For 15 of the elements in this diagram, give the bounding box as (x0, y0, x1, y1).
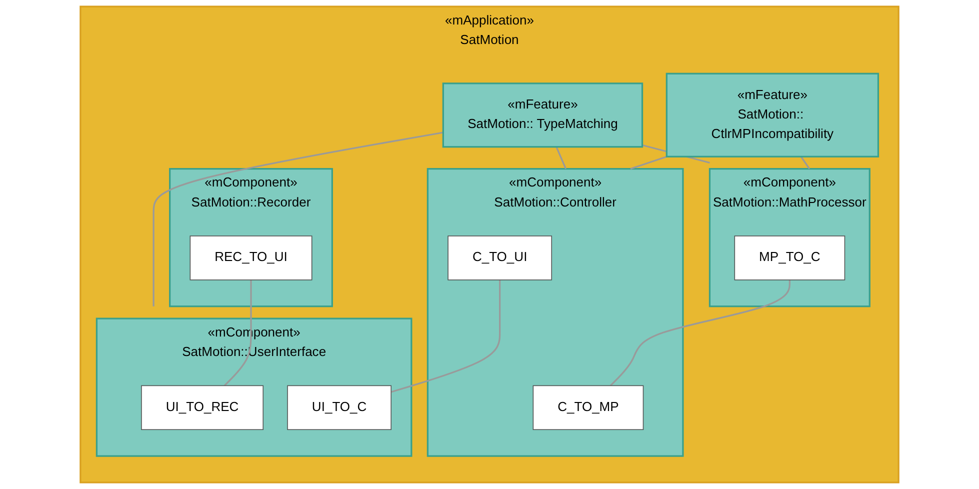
connector (390, 280, 501, 393)
connector (800, 156, 810, 170)
node-box: «mFeature» SatMotion:: TypeMatching (442, 82, 644, 148)
node-box: UI_TO_REC (141, 385, 264, 430)
connector (610, 280, 790, 386)
connector (630, 156, 668, 170)
node-box: MP_TO_C (734, 236, 846, 280)
connector (152, 132, 444, 306)
connector (556, 146, 567, 170)
connector (224, 280, 252, 386)
node-box: «mFeature» SatMotion:: CtlrMPIncompatibility (666, 72, 880, 158)
node-box: C_TO_MP (532, 385, 644, 430)
node-box: REC_TO_UI (190, 236, 312, 280)
node-box: C_TO_UI (448, 236, 552, 280)
node-box: UI_TO_C (287, 385, 392, 430)
